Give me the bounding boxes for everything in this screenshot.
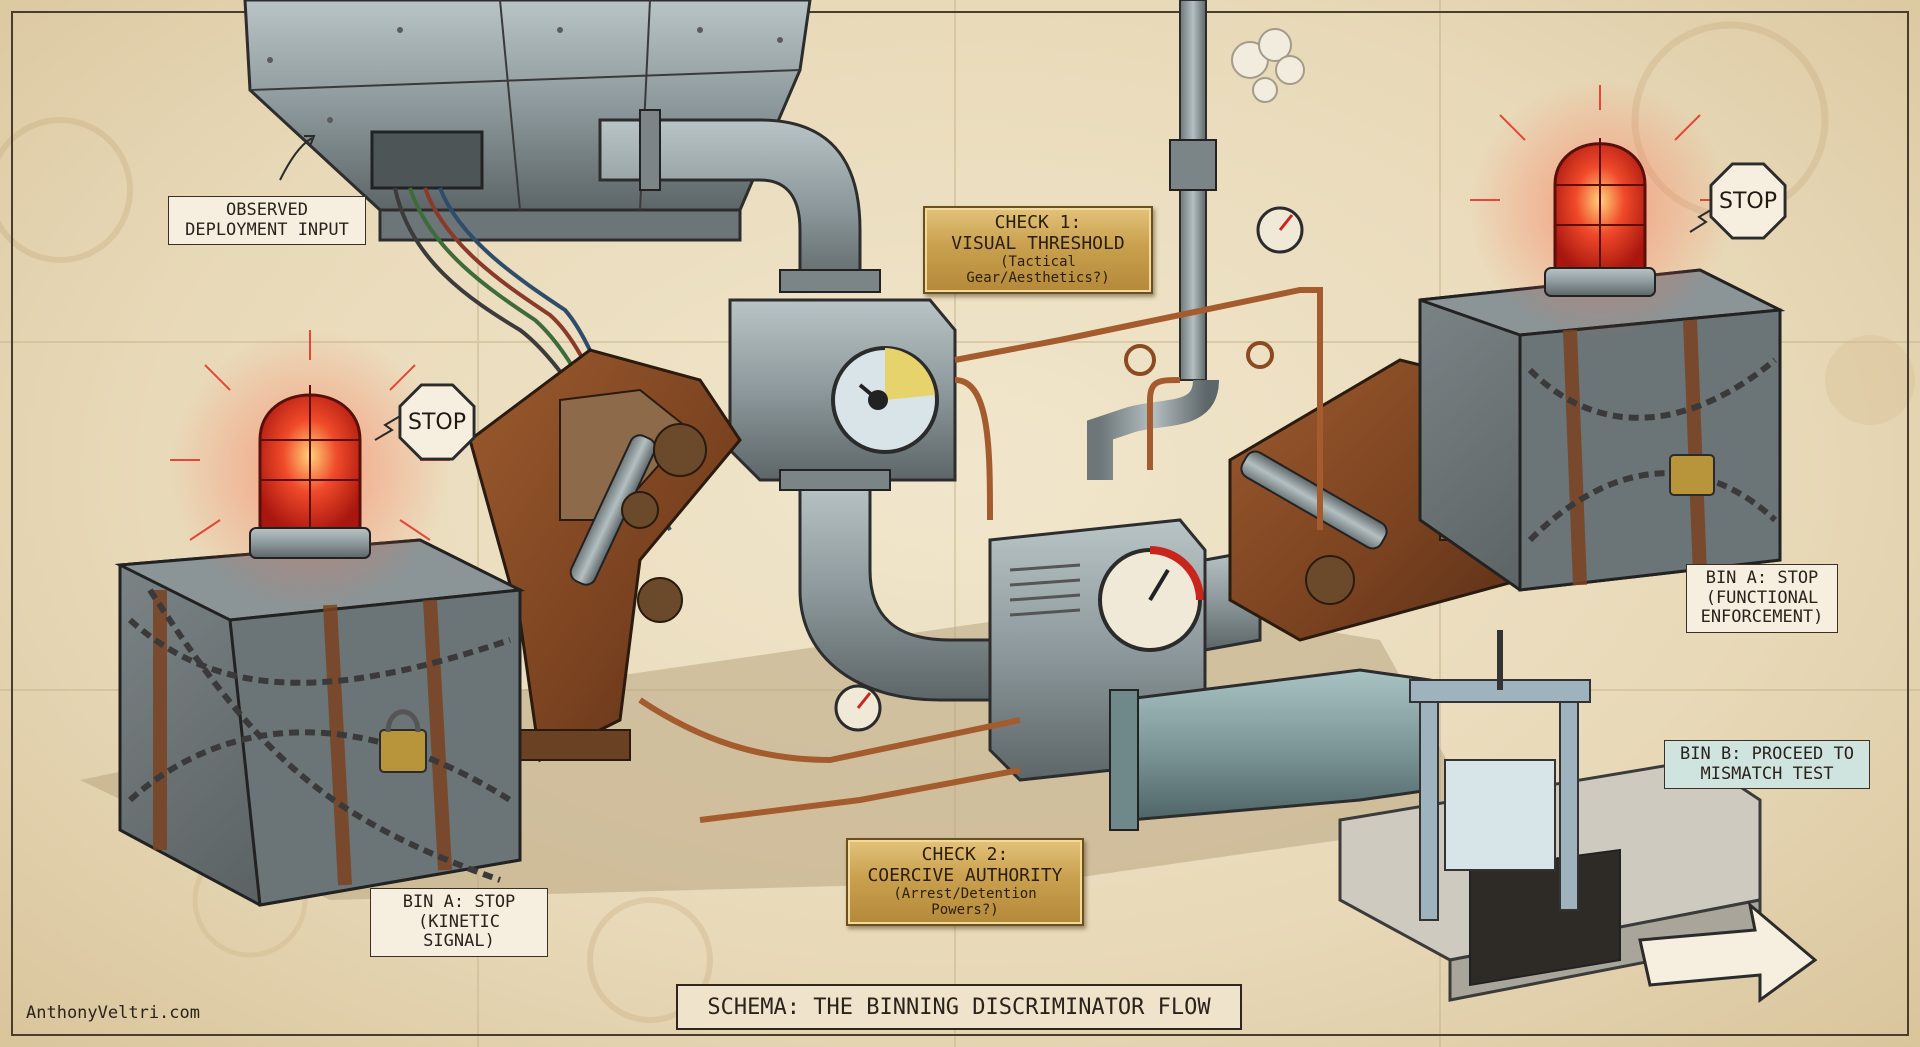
steam-cloud-icon bbox=[1231, 28, 1305, 103]
locked-crate-left bbox=[114, 538, 526, 907]
intake-pipe bbox=[598, 109, 881, 293]
copper-lines bbox=[638, 287, 1323, 823]
alarm-beacon-right bbox=[1470, 80, 1730, 340]
credit-text: AnthonyVeltri.com bbox=[26, 1003, 200, 1023]
label-bin-a-kinetic: BIN A: STOP (KINETIC SIGNAL) bbox=[370, 888, 548, 957]
stop-sign-right: STOP bbox=[1709, 162, 1787, 240]
stop-sign-left: STOP bbox=[398, 383, 476, 461]
label-bin-a-functional: BIN A: STOP (FUNCTIONAL ENFORCEMENT) bbox=[1686, 564, 1838, 633]
output-pipe bbox=[1109, 668, 1432, 831]
arrow-outline-icon bbox=[1638, 901, 1818, 1003]
pressure-gauge-icon bbox=[834, 206, 1304, 732]
plaque-check2: CHECK 2: COERCIVE AUTHORITY (Arrest/Dete… bbox=[846, 838, 1084, 926]
label-bin-b: BIN B: PROCEED TO MISMATCH TEST bbox=[1664, 740, 1870, 790]
pointer-arrow bbox=[279, 137, 313, 181]
left-press bbox=[468, 348, 742, 763]
middle-pipe bbox=[779, 469, 1012, 702]
valve-wheel-icon bbox=[1124, 341, 1274, 376]
alarm-beacon-left bbox=[170, 330, 450, 610]
plaque-check1: CHECK 1: VISUAL THRESHOLD (Tactical Gear… bbox=[923, 206, 1153, 294]
sluice-gate-icon bbox=[1338, 630, 1762, 1002]
label-observed-input: OBSERVED DEPLOYMENT INPUT bbox=[168, 196, 366, 246]
check1-junction bbox=[728, 298, 957, 482]
diagram-title: SCHEMA: THE BINNING DISCRIMINATOR FLOW bbox=[676, 984, 1242, 1030]
steam-vent bbox=[1087, 0, 1305, 480]
